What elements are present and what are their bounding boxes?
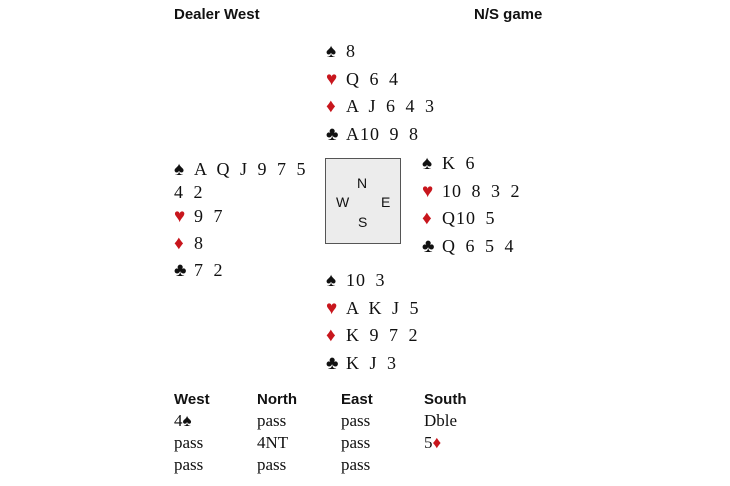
diamond-icon: ♦ [326,96,336,117]
compass-south: S [358,214,368,230]
south-diamonds: ♦K 9 7 2 [326,322,420,350]
auction-call: Dble [424,411,458,430]
heart-icon: ♥ [326,297,338,319]
auction-south: South Dble 5♦ [424,391,467,452]
north-spades: ♠8 [326,38,435,66]
south-clubs: ♣K J 3 [326,350,420,378]
auction-west: West 4♠ pass pass [174,391,210,474]
spade-icon: ♠ [182,411,192,430]
auction-call: 4NT [257,433,289,452]
south-hand: ♠10 3 ♥A K J 5 ♦K 9 7 2 ♣K J 3 [326,267,420,377]
north-hearts: ♥Q 6 4 [326,66,435,94]
spade-icon: ♠ [174,159,185,180]
west-hand: ♠A Q J 9 7 5 4 2 ♥9 7 ♦8 ♣7 2 [174,158,314,284]
south-spades: ♠10 3 [326,267,420,295]
dealer-label: Dealer West [174,6,260,23]
club-icon: ♣ [422,235,435,257]
compass-north: N [357,175,368,191]
spade-icon: ♠ [326,270,337,291]
east-hand: ♠K 6 ♥10 8 3 2 ♦Q10 5 ♣Q 6 5 4 [422,150,521,260]
spade-icon: ♠ [326,41,337,62]
heart-icon: ♥ [174,206,186,227]
diamond-icon: ♦ [422,208,432,229]
club-icon: ♣ [326,352,339,374]
spade-icon: ♠ [422,153,433,174]
east-hearts: ♥10 8 3 2 [422,178,521,206]
auction-call: pass [257,455,287,474]
auction-call: pass [341,411,371,430]
west-spades: ♠A Q J 9 7 5 4 2 [174,159,307,202]
diamond-icon: ♦ [432,433,442,452]
west-hearts: ♥9 7 [174,203,314,230]
vulnerability-label: N/S game [474,6,543,23]
north-clubs: ♣A10 9 8 [326,121,435,149]
auction-east: East pass pass pass [341,391,373,474]
auction-call: 5♦ [424,433,442,452]
auction-call: pass [174,455,204,474]
compass-table: N W E S [325,158,401,244]
auction-north: North pass 4NT pass [257,391,297,474]
auction-call: pass [174,433,204,452]
west-clubs: ♣7 2 [174,257,314,284]
diamond-icon: ♦ [174,233,184,254]
auction-call: 4♠ [174,411,192,430]
north-hand: ♠8 ♥Q 6 4 ♦A J 6 4 3 ♣A10 9 8 [326,38,435,148]
diamond-icon: ♦ [326,325,336,346]
heart-icon: ♥ [326,68,338,90]
north-diamonds: ♦A J 6 4 3 [326,93,435,121]
east-clubs: ♣Q 6 5 4 [422,233,521,261]
auction-call: pass [257,411,287,430]
club-icon: ♣ [326,123,339,145]
compass-west: W [336,194,350,210]
south-hearts: ♥A K J 5 [326,295,420,323]
heart-icon: ♥ [422,180,434,202]
auction-call: pass [341,455,371,474]
compass-east: E [381,194,391,210]
west-diamonds: ♦8 [174,230,314,257]
club-icon: ♣ [174,260,187,281]
east-spades: ♠K 6 [422,150,521,178]
auction-call: pass [341,433,371,452]
east-diamonds: ♦Q10 5 [422,205,521,233]
